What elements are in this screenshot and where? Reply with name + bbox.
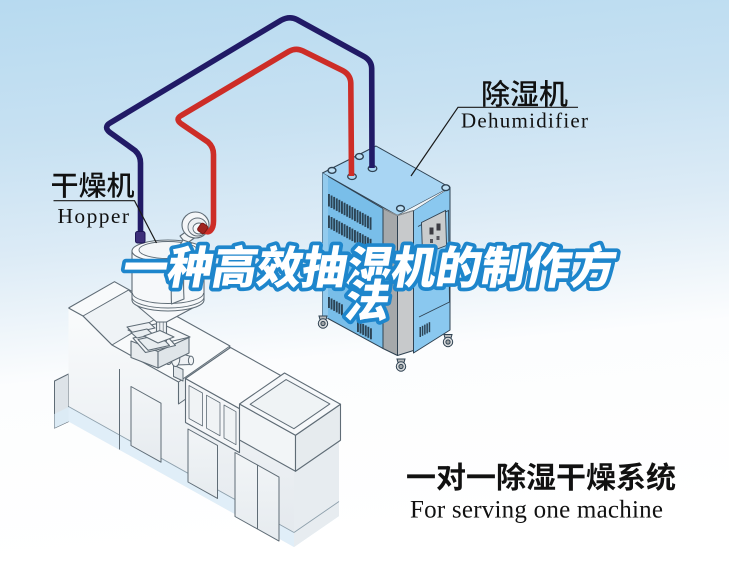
svg-text:Dehumidifier: Dehumidifier: [461, 109, 588, 133]
svg-text:Hopper: Hopper: [58, 204, 130, 228]
svg-text:For serving one machine: For serving one machine: [410, 497, 663, 524]
